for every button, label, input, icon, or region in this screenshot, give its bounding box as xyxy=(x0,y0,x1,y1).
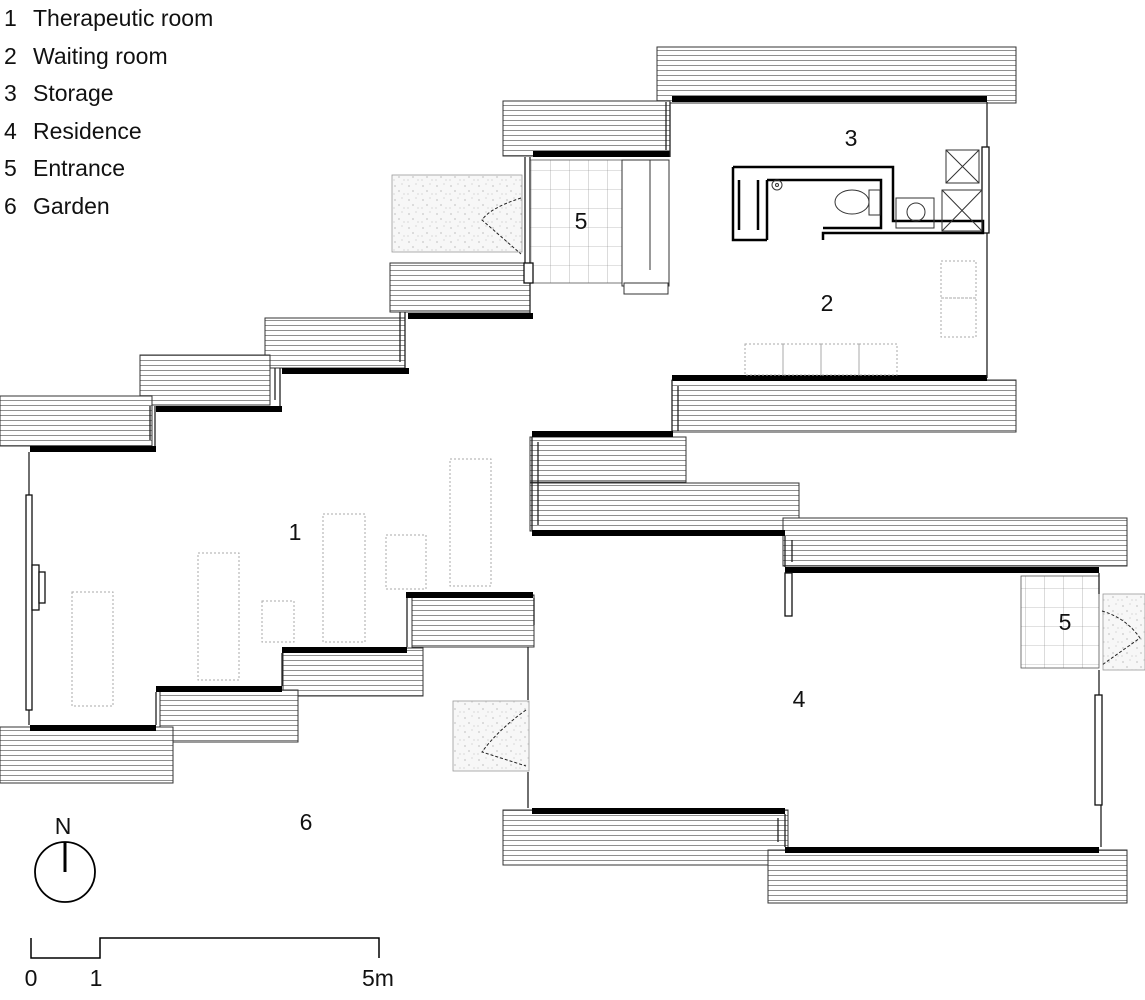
entrance-tiles xyxy=(529,159,1100,669)
legend-number: 6 xyxy=(4,192,17,219)
room-number-entrance-east: 5 xyxy=(1059,609,1072,635)
bathroom-fixtures xyxy=(771,149,983,232)
north-arrow-icon: N xyxy=(34,813,96,903)
room-number-therapeutic: 1 xyxy=(289,519,302,545)
scale-bar: 0 1 5m xyxy=(25,937,394,991)
legend-label: Entrance xyxy=(33,155,126,181)
legend-number: 2 xyxy=(4,42,17,69)
legend-label: Residence xyxy=(33,117,142,144)
legend-number: 1 xyxy=(4,5,17,31)
door-swings xyxy=(481,197,1141,767)
furniture-outlines xyxy=(71,260,977,707)
solid-walls xyxy=(30,96,1099,853)
legend-item: 5 Entrance xyxy=(4,150,213,188)
terrace-decking xyxy=(0,46,1128,904)
legend-number: 3 xyxy=(4,80,17,106)
legend-number: 4 xyxy=(4,117,17,144)
legend-label: Storage xyxy=(33,80,114,106)
legend-label: Garden xyxy=(33,192,110,219)
legend-item: 4 Residence xyxy=(4,113,213,151)
storage-block xyxy=(731,165,985,242)
legend-label: Waiting room xyxy=(33,42,168,69)
room-number-storage: 3 xyxy=(845,125,858,151)
room-number-residence: 4 xyxy=(793,686,806,712)
legend-number: 5 xyxy=(4,155,17,181)
garden-gravel-patches xyxy=(391,174,1145,772)
legend-item: 1 Therapeutic room xyxy=(4,0,213,38)
room-number-entrance-north: 5 xyxy=(575,208,588,234)
north-label: N xyxy=(55,813,72,839)
legend-label: Therapeutic room xyxy=(33,5,214,31)
legend-item: 3 Storage xyxy=(4,75,213,113)
room-number-waiting: 2 xyxy=(821,290,834,316)
legend-item: 6 Garden xyxy=(4,188,213,226)
entrance-cabinet xyxy=(621,159,670,295)
legend-item: 2 Waiting room xyxy=(4,38,213,76)
area-number-garden: 6 xyxy=(300,809,313,835)
glazed-walls xyxy=(25,146,1103,806)
scale-tick-5m: 5m xyxy=(362,965,394,991)
scale-tick-0: 0 xyxy=(25,965,38,991)
scale-tick-1: 1 xyxy=(90,965,103,991)
room-legend: 1 Therapeutic room 2 Waiting room 3 Storage… xyxy=(4,0,213,225)
